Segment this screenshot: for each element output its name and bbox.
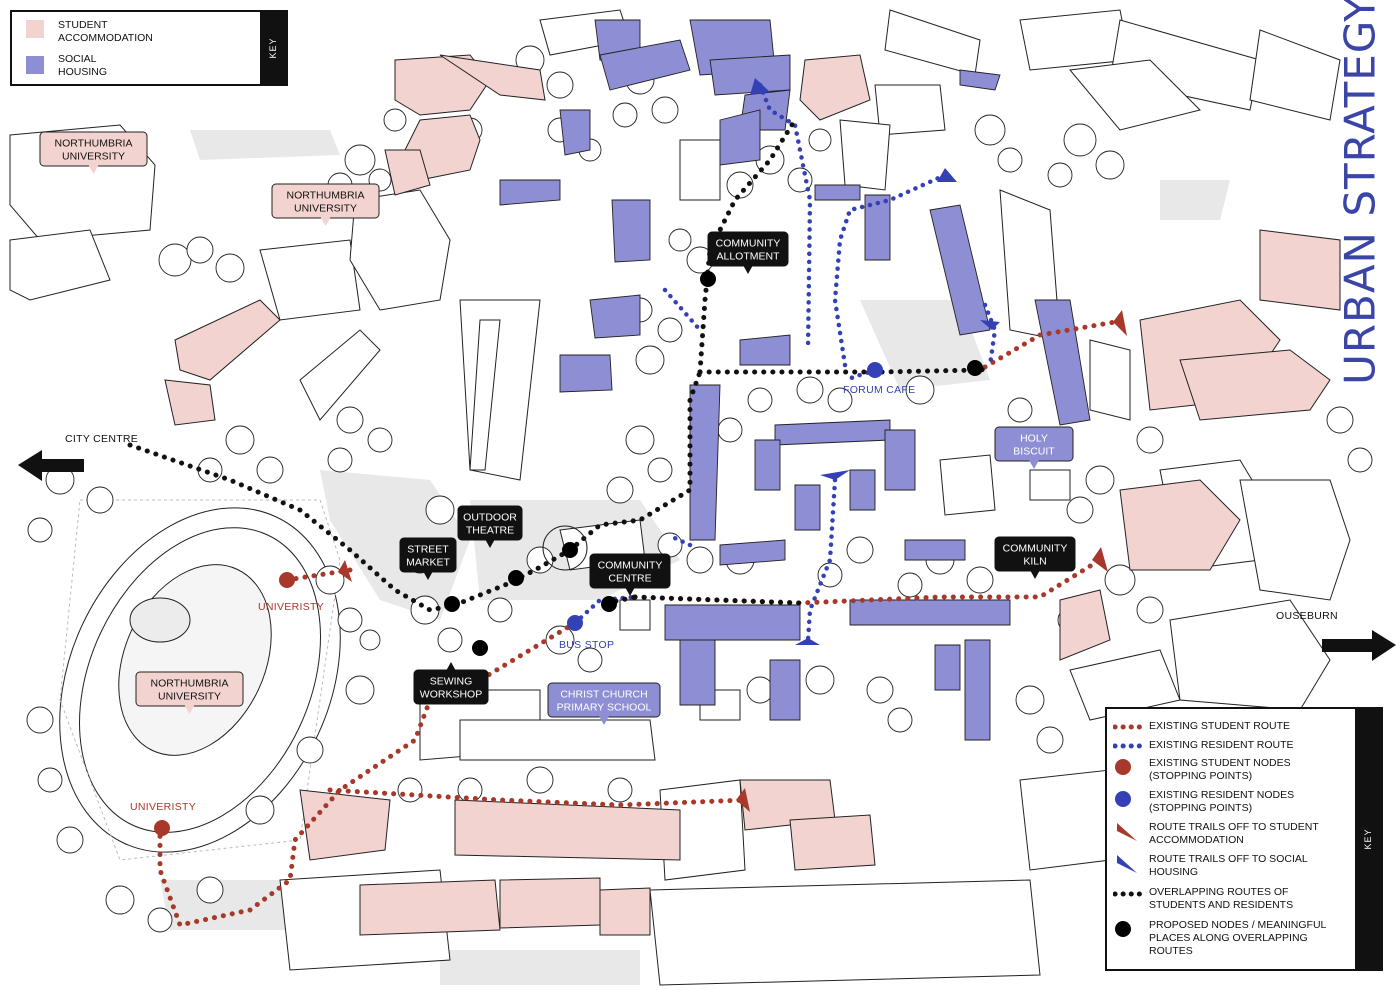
page-title-container: URBAN STRATEGY — [1330, 0, 1390, 385]
resident-node — [867, 362, 883, 378]
ouseburn-arrow-icon — [1322, 630, 1396, 661]
student-accommodation-swatch — [26, 20, 44, 38]
student-trail-off-icon — [1117, 823, 1137, 841]
proposed-node-icon — [1115, 921, 1131, 937]
city-centre-arrow-icon — [18, 450, 84, 481]
community-kiln-callout-pointer — [1030, 570, 1040, 579]
legend-resident-route: EXISTING RESIDENT ROUTE — [1107, 736, 1351, 766]
buildings — [9, 9, 1351, 986]
legend-label: OVERLAPPING ROUTES OF STUDENTS AND RESID… — [1149, 886, 1294, 911]
legend-strip: KEY — [1355, 709, 1381, 969]
student-route-dots-icon — [1113, 724, 1145, 730]
university-callout-pointer — [184, 705, 195, 714]
legend-label: EXISTING RESIDENT ROUTE — [1149, 739, 1294, 751]
proposed-node — [700, 271, 716, 287]
legend-label: ROUTE TRAILS OFF TO STUDENT ACCOMMODATIO… — [1149, 821, 1319, 846]
proposed-node — [444, 596, 460, 612]
outdoor-theatre-ring — [542, 525, 588, 571]
social-housing-key-label: SOCIAL HOUSING — [58, 53, 108, 78]
proposed-node — [472, 640, 488, 656]
resident-node-icon — [1115, 791, 1131, 807]
resident-route-dots-icon — [1113, 743, 1145, 749]
ouseburn-label: OUSEBURN — [1276, 610, 1338, 622]
legend-resident-node: EXISTING RESIDENT NODES (STOPPING POINTS… — [1107, 787, 1351, 817]
legend-student-node: EXISTING STUDENT NODES (STOPPING POINTS) — [1107, 755, 1351, 785]
page-title: URBAN STRATEGY — [1335, 0, 1385, 385]
city-centre-label: CITY CENTRE — [65, 433, 138, 445]
resident-trail-off-icon — [1117, 855, 1137, 873]
university-label-2: UNIVERISTY — [130, 801, 196, 813]
university-callout-pointer — [320, 217, 331, 226]
student-accommodation-key-label: STUDENT ACCOMMODATION — [58, 19, 153, 44]
student-accommodation-buildings — [164, 54, 1341, 936]
social-housing-swatch — [26, 56, 44, 74]
resident-trail-off-markers — [750, 78, 1000, 645]
student-node — [154, 820, 170, 836]
legend-label: EXISTING STUDENT ROUTE — [1149, 720, 1290, 732]
legend-label: PROPOSED NODES / MEANINGFUL PLACES ALONG… — [1149, 919, 1327, 957]
forum-cafe-label: FORUM CAFE — [843, 384, 915, 396]
resident-nodes — [567, 362, 883, 631]
proposed-node — [967, 360, 983, 376]
proposed-node — [601, 596, 617, 612]
community-allotment-callout-pointer — [743, 265, 753, 274]
community-centre-callout-pointer — [625, 587, 635, 596]
resident-node — [567, 615, 583, 631]
student-node — [279, 572, 295, 588]
university-callout-pointer — [88, 165, 99, 174]
proposed-node — [562, 542, 578, 558]
student-nodes — [154, 572, 295, 836]
legend-label: EXISTING RESIDENT NODES (STOPPING POINTS… — [1149, 789, 1295, 814]
legend-resident-trail-off: ROUTE TRAILS OFF TO SOCIAL HOUSING — [1107, 851, 1351, 881]
christ-church-primary-school-callout-pointer — [599, 716, 609, 725]
student-node-icon — [1115, 759, 1131, 775]
legend-student-route: EXISTING STUDENT ROUTE — [1107, 717, 1351, 747]
legend-label: ROUTE TRAILS OFF TO SOCIAL HOUSING — [1149, 853, 1308, 878]
sewing-workshop-callout-pointer — [446, 662, 456, 671]
legend-student-trail-off: ROUTE TRAILS OFF TO STUDENT ACCOMMODATIO… — [1107, 819, 1351, 849]
legend-panel: KEY EXISTING STUDENT ROUTE EXISTING RESI… — [1105, 707, 1383, 971]
legend-label: EXISTING STUDENT NODES (STOPPING POINTS) — [1149, 757, 1291, 782]
proposed-nodes — [444, 271, 983, 656]
key-top-strip: KEY — [260, 12, 286, 84]
outdoor-theatre-callout-pointer — [485, 539, 495, 548]
key-top-panel: KEY STUDENT ACCOMMODATION SOCIAL HOUSING — [10, 10, 288, 86]
legend-proposed-node: PROPOSED NODES / MEANINGFUL PLACES ALONG… — [1107, 917, 1351, 961]
university-label-1: UNIVERISTY — [258, 601, 324, 613]
street-market-callout-pointer — [423, 571, 433, 580]
legend-overlap-route: OVERLAPPING ROUTES OF STUDENTS AND RESID… — [1107, 884, 1351, 914]
student-trail-off-markers — [338, 310, 1127, 812]
legend-key-label: KEY — [1363, 828, 1373, 850]
overlap-route-dots-icon — [1113, 891, 1145, 897]
holy-biscuit-callout-pointer — [1029, 460, 1039, 469]
proposed-node — [508, 570, 524, 586]
resident-routes — [572, 82, 998, 643]
key-top-label: KEY — [268, 37, 278, 59]
bus-stop-label: BUS STOP — [559, 639, 614, 651]
